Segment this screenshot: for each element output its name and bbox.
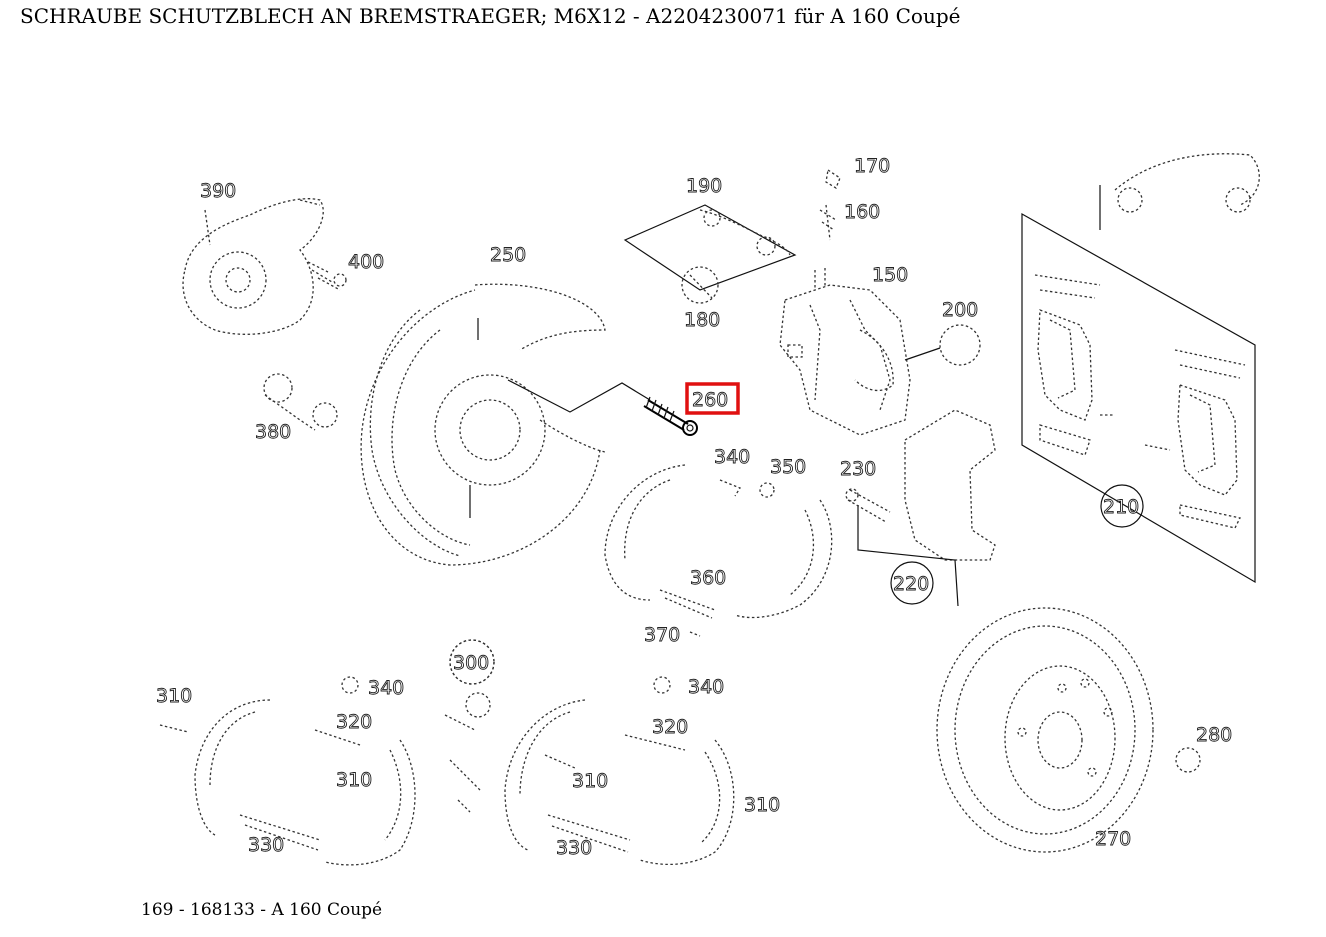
part-350-pin[interactable] <box>759 482 775 498</box>
leader-260 <box>507 379 651 413</box>
part-390-hub[interactable] <box>182 198 324 335</box>
callout-340-right[interactable]: 340 <box>688 676 725 699</box>
part-cable[interactable] <box>1099 153 1260 230</box>
part-lower-middle-shoes[interactable] <box>504 676 735 866</box>
part-lower-left-shoes[interactable] <box>159 676 416 866</box>
callout-230[interactable]: 230 <box>840 458 877 481</box>
callout-320-left[interactable]: 320 <box>336 711 373 734</box>
part-180-bolt[interactable] <box>681 266 719 304</box>
callout-360[interactable]: 360 <box>690 567 727 590</box>
callout-200[interactable]: 200 <box>942 299 979 322</box>
part-200-cap[interactable] <box>904 324 981 366</box>
callout-150[interactable]: 150 <box>872 264 909 287</box>
page-title: SCHRAUBE SCHUTZBLECH AN BREMSTRAEGER; M6… <box>20 4 961 28</box>
part-370-spring[interactable] <box>689 631 701 637</box>
callout-350[interactable]: 350 <box>770 456 807 479</box>
callout-160[interactable]: 160 <box>844 201 881 224</box>
part-190-guide-pins[interactable] <box>623 204 797 291</box>
callout-390[interactable]: 390 <box>200 180 237 203</box>
callout-190[interactable]: 190 <box>686 175 723 198</box>
callout-260[interactable]: 260 <box>692 389 729 412</box>
part-360-shoes[interactable] <box>604 464 833 619</box>
callout-280[interactable]: 280 <box>1196 724 1233 747</box>
part-340-clip[interactable] <box>719 479 741 497</box>
callout-330-right[interactable]: 330 <box>556 837 593 860</box>
callout-320-right[interactable]: 320 <box>652 716 689 739</box>
callout-310-left-inner[interactable]: 310 <box>336 769 373 792</box>
callout-250[interactable]: 250 <box>490 244 527 267</box>
callout-220[interactable]: 220 <box>893 573 930 596</box>
callout-310-right[interactable]: 310 <box>744 794 781 817</box>
callout-380[interactable]: 380 <box>255 421 292 444</box>
footer-caption: 169 - 168133 - A 160 Coupé <box>141 900 383 920</box>
part-170-cap[interactable] <box>825 168 841 189</box>
part-280-screw[interactable] <box>1175 747 1201 773</box>
callout-210[interactable]: 210 <box>1103 496 1140 519</box>
callout-340-left[interactable]: 340 <box>368 677 405 700</box>
callout-330-left[interactable]: 330 <box>248 834 285 857</box>
callout-180[interactable]: 180 <box>684 309 721 332</box>
callout-circle-300 <box>449 639 495 685</box>
part-260-screw[interactable] <box>643 396 698 436</box>
callout-370[interactable]: 370 <box>644 624 681 647</box>
callout-340-upper[interactable]: 340 <box>714 446 751 469</box>
highlight-box-260 <box>685 382 740 415</box>
callout-400[interactable]: 400 <box>348 251 385 274</box>
part-400-bolts[interactable] <box>307 261 347 291</box>
callout-170[interactable]: 170 <box>854 155 891 178</box>
callout-310-middle[interactable]: 310 <box>572 770 609 793</box>
part-270-disc[interactable] <box>936 607 1154 853</box>
part-380-sensor[interactable] <box>263 373 338 431</box>
part-210-pad-set[interactable] <box>1021 212 1256 584</box>
part-220-carrier[interactable] <box>857 409 996 607</box>
callout-270[interactable]: 270 <box>1095 828 1132 851</box>
callout-circle-210 <box>1100 484 1144 528</box>
part-230-bolts[interactable] <box>845 488 891 523</box>
part-250-backing-plate[interactable] <box>360 283 606 566</box>
part-160-bleeder[interactable] <box>819 204 837 241</box>
callout-circle-220 <box>890 561 934 605</box>
callout-300[interactable]: 300 <box>453 652 490 675</box>
callout-310-left[interactable]: 310 <box>156 685 193 708</box>
part-150-caliper[interactable] <box>779 268 911 436</box>
